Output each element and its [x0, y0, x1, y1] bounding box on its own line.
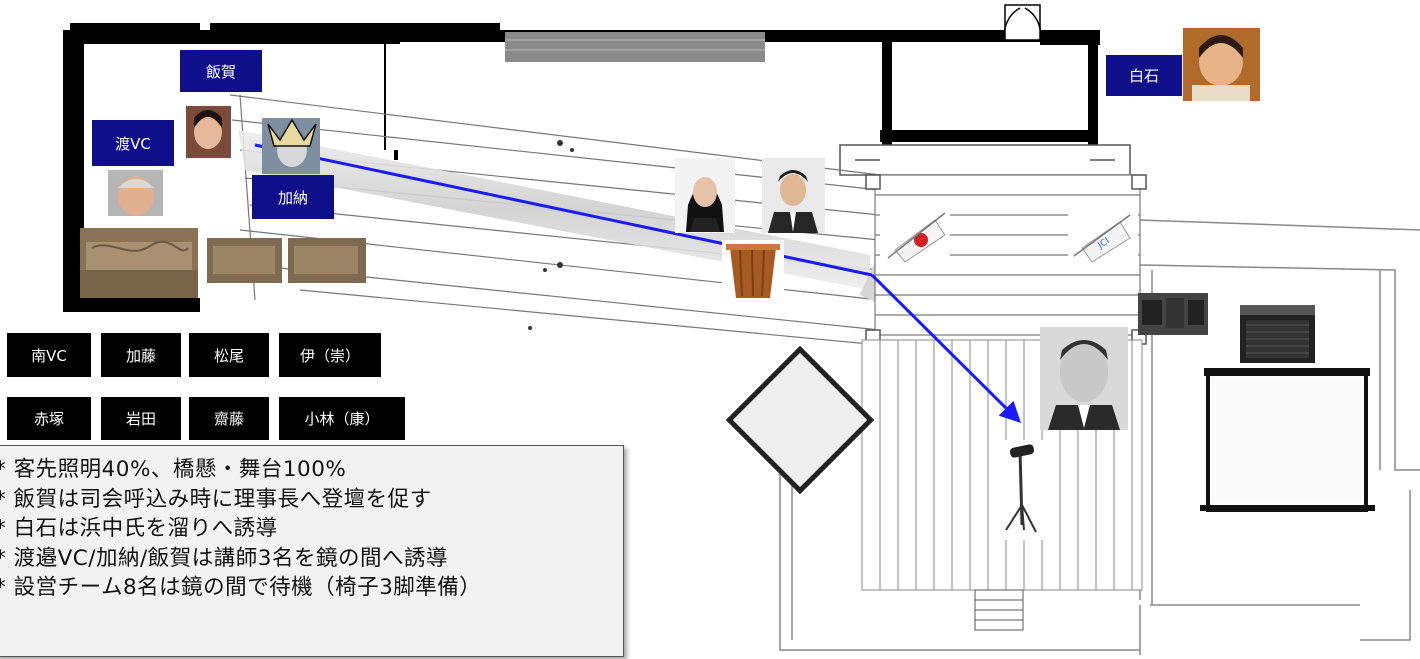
label-shiraishi: 白石	[1106, 55, 1182, 96]
flag-icon: JCI	[1068, 205, 1138, 263]
flag-icon	[880, 210, 950, 263]
staff-tag: 岩田	[101, 397, 181, 440]
staff-tag: 赤塚	[7, 397, 91, 440]
label-watari: 渡VC	[92, 120, 174, 166]
staff-tag: 加藤	[101, 333, 181, 377]
notes-box: * 客先照明40%、橋懸・舞台100% * 飯賀は司会呼込み時に理事長へ登壇を促…	[0, 445, 624, 657]
portrait-photo-icon	[675, 158, 735, 233]
bridge-walkway	[238, 130, 870, 290]
sofa-icon	[207, 238, 282, 283]
portrait-photo-icon	[1183, 28, 1260, 101]
staff-tag: 齋藤	[189, 397, 269, 440]
stage-roof	[839, 144, 1131, 176]
staff-tag: 伊（崇）	[279, 333, 381, 377]
note-line: * 飯賀は司会呼込み時に理事長へ登壇を促す	[0, 486, 432, 512]
staff-tag: 小林（康）	[279, 397, 405, 440]
door-icon	[1003, 4, 1042, 41]
speaker-amp-icon	[1240, 305, 1315, 363]
label-kanou: 加納	[252, 175, 334, 219]
light-panel-icon	[725, 345, 875, 495]
staff-tag: 松尾	[189, 333, 269, 377]
speaker-amp-icon	[1138, 293, 1208, 335]
note-line: * 設営チーム8名は鏡の間で待機（椅子3脚準備）	[0, 575, 482, 600]
portrait-photo-icon	[262, 118, 320, 174]
portrait-photo-icon	[108, 170, 163, 216]
note-line: * 客先照明40%、橋懸・舞台100%	[0, 457, 347, 482]
front-steps	[974, 589, 1024, 631]
projector-screen-icon	[1200, 368, 1375, 512]
portrait-photo-icon	[762, 158, 825, 233]
backstage-room	[880, 35, 1100, 160]
back-wall-window	[505, 32, 765, 62]
bridge-posts	[528, 140, 574, 330]
sofa-icon	[80, 228, 198, 298]
podium-icon	[722, 240, 784, 302]
note-line: * 白石は浜中氏を溜りへ誘導	[0, 516, 278, 541]
sofa-icon	[288, 238, 366, 283]
staff-tag: 南VC	[7, 333, 91, 377]
label-iiga: 飯賀	[180, 50, 262, 92]
portrait-photo-icon	[1040, 327, 1128, 430]
portrait-photo-icon	[186, 106, 231, 158]
note-line: * 渡邉VC/加納/飯賀は講師3名を鏡の間へ誘導	[0, 545, 448, 571]
microphone-stand-icon	[990, 440, 1050, 540]
